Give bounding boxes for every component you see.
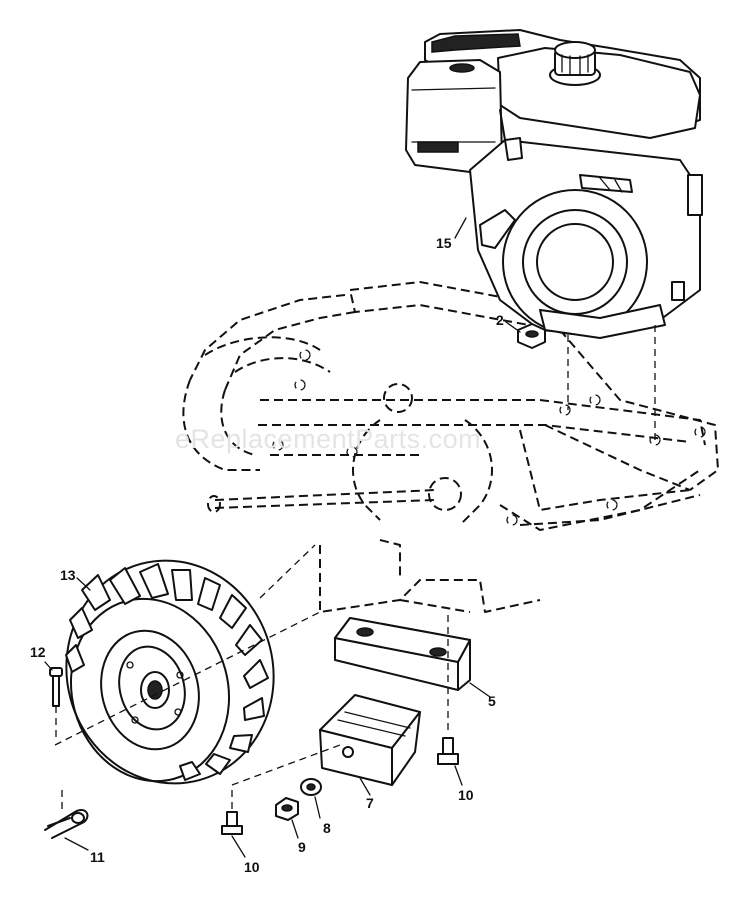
bolt-part-10-right (437, 737, 459, 765)
callout-10-right: 10 (458, 787, 474, 803)
hairpin-clip-part-11 (44, 790, 89, 839)
watermark: eReplacementParts.com (175, 424, 481, 454)
tire-part-13 (65, 559, 275, 785)
callout-11: 11 (90, 849, 105, 865)
clevis-pin-part-12 (49, 667, 63, 740)
callout-15: 15 (436, 235, 452, 251)
nut-part-2 (517, 323, 546, 349)
engine-part-15 (405, 29, 703, 339)
callout-8: 8 (323, 820, 331, 836)
callout-2: 2 (496, 312, 504, 328)
tiller-frame-dashed (182, 281, 719, 613)
callout-13: 13 (60, 567, 76, 583)
callout-5: 5 (488, 693, 496, 709)
hex-nut-part-9 (275, 797, 299, 821)
callout-12: 12 (30, 644, 46, 660)
callout-9: 9 (298, 839, 306, 855)
bracket-plate-part-5 (334, 617, 471, 691)
callout-10-left: 10 (244, 859, 260, 875)
axle-line-upper (259, 544, 316, 599)
leader-lines (44, 217, 521, 858)
weight-part-7 (319, 694, 421, 786)
lock-washer-part-8 (300, 778, 322, 796)
axle-line-lower (54, 611, 321, 746)
bolt-part-10-left (221, 790, 243, 835)
callout-7: 7 (366, 795, 374, 811)
